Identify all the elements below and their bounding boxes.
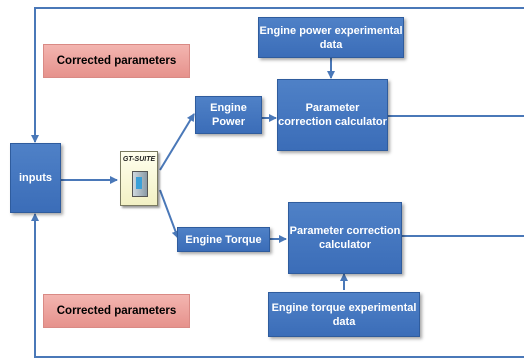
calc-bottom-label: Parameter correction calculator — [289, 225, 401, 251]
corrected-parameters-top: Corrected parameters — [43, 44, 190, 78]
parameter-correction-calculator-top[interactable]: Parameter correction calculator — [277, 79, 388, 151]
engine-power-data-label: Engine power experimental data — [259, 24, 403, 51]
engine-torque-label: Engine Torque — [185, 233, 262, 246]
engine-torque-data-label: Engine torque experimental data — [271, 301, 417, 328]
engine-power-box[interactable]: Engine Power — [195, 96, 262, 134]
engine-power-label: Engine Power — [210, 102, 247, 128]
calc-top-label: Parameter correction calculator — [278, 102, 387, 128]
corrected-parameters-bottom-label: Corrected parameters — [56, 305, 177, 317]
parameter-correction-calculator-bottom[interactable]: Parameter correction calculator — [288, 202, 402, 274]
engine-torque-box[interactable]: Engine Torque — [177, 227, 270, 252]
corrected-parameters-bottom: Corrected parameters — [43, 294, 190, 328]
engine-torque-data-box[interactable]: Engine torque experimental data — [268, 292, 420, 337]
corrected-parameters-top-label: Corrected parameters — [56, 55, 177, 67]
feedback-loop-top — [31, 7, 524, 143]
arrow-gt-to-power — [159, 113, 195, 171]
gt-suite-label: GT-SUITE — [122, 156, 156, 163]
feedback-loop-bottom — [31, 213, 524, 358]
gt-suite-icon[interactable]: GT-SUITE — [120, 151, 158, 206]
arrow-gt-to-torque — [159, 189, 180, 239]
gt-suite-switch-icon — [132, 171, 148, 197]
inputs-label: inputs — [19, 172, 52, 184]
inputs-box[interactable]: inputs — [10, 143, 61, 213]
engine-power-data-box[interactable]: Engine power experimental data — [258, 17, 404, 58]
